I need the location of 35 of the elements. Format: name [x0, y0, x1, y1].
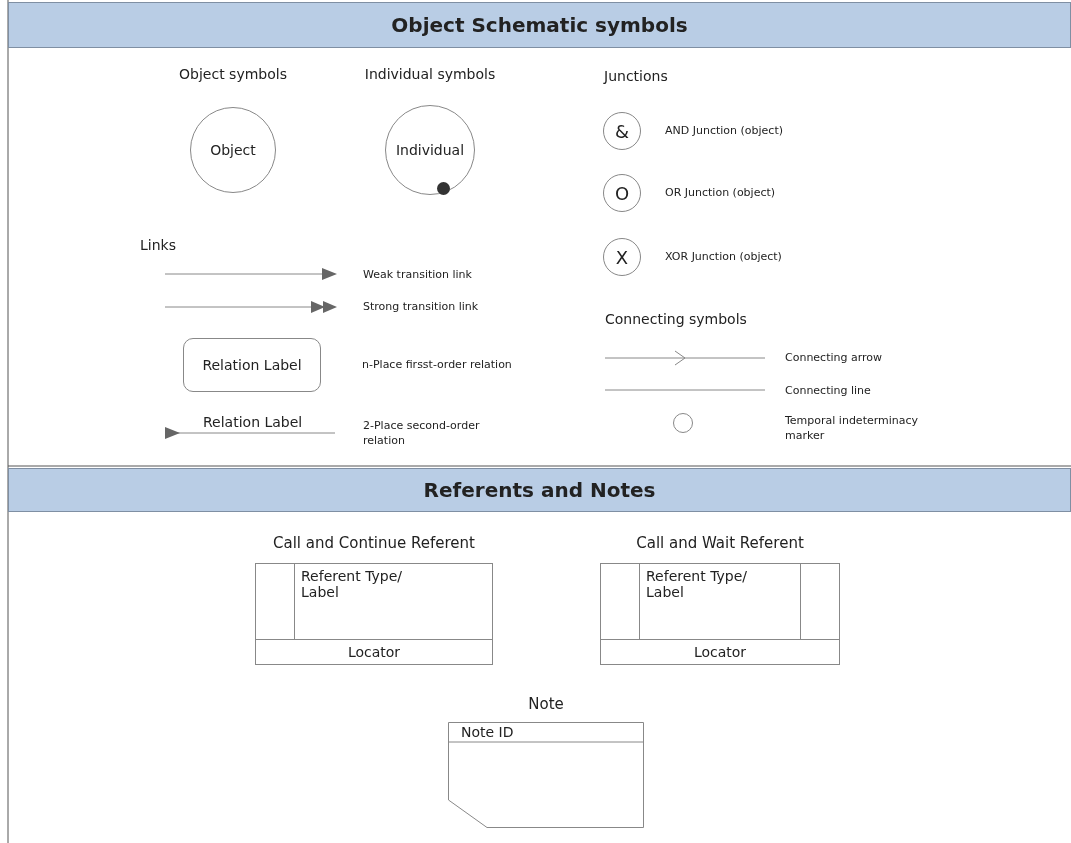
section-header-band	[8, 2, 1071, 48]
symbol-description: AND Junction (object)	[665, 123, 783, 138]
symbol-description: Temporal indeterminacy marker	[785, 413, 920, 443]
symbol-label: Object	[210, 142, 256, 158]
relation-label: Relation Label	[202, 357, 302, 373]
symbol-description: 2-Place second-order relation	[363, 418, 481, 448]
junction-symbol: X	[615, 246, 629, 268]
symbol-description: Connecting line	[785, 384, 871, 397]
relation-box	[183, 338, 321, 392]
symbol-description: n-Place firsst-order relation	[362, 357, 512, 372]
symbol-heading: Individual symbols	[364, 66, 496, 82]
junction-symbol: O	[614, 182, 630, 204]
junction-symbol: &	[615, 120, 629, 142]
symbol-label: Individual	[395, 142, 465, 158]
locator-label: Locator	[347, 644, 401, 660]
section-header-band	[8, 468, 1071, 512]
relation-label: Relation Label	[203, 414, 303, 430]
symbol-description: Connecting arrow	[785, 351, 883, 364]
section-heading: Object Schematic symbols	[391, 13, 688, 37]
locator-label: Locator	[693, 644, 747, 660]
note-heading: Note	[528, 695, 564, 713]
referent-type-label: Referent Type/ Label	[646, 568, 748, 600]
group-heading: Links	[140, 237, 176, 253]
note-id-label: Note ID	[461, 724, 514, 740]
group-heading: Connecting symbols	[605, 311, 747, 327]
section-heading: Referents and Notes	[423, 478, 656, 502]
referent-type-label: Referent Type/ Label	[301, 568, 403, 600]
symbol-description: XOR Junction (object)	[665, 249, 782, 264]
referent-heading: Call and Continue Referent	[273, 534, 475, 552]
symbol-description: Strong transition link	[363, 300, 479, 313]
symbol-heading: Object symbols	[179, 66, 287, 82]
symbol-description: OR Junction (object)	[665, 185, 776, 200]
group-heading: Junctions	[604, 68, 668, 84]
symbol-description: Weak transition link	[363, 268, 472, 281]
referent-heading: Call and Wait Referent	[636, 534, 804, 552]
